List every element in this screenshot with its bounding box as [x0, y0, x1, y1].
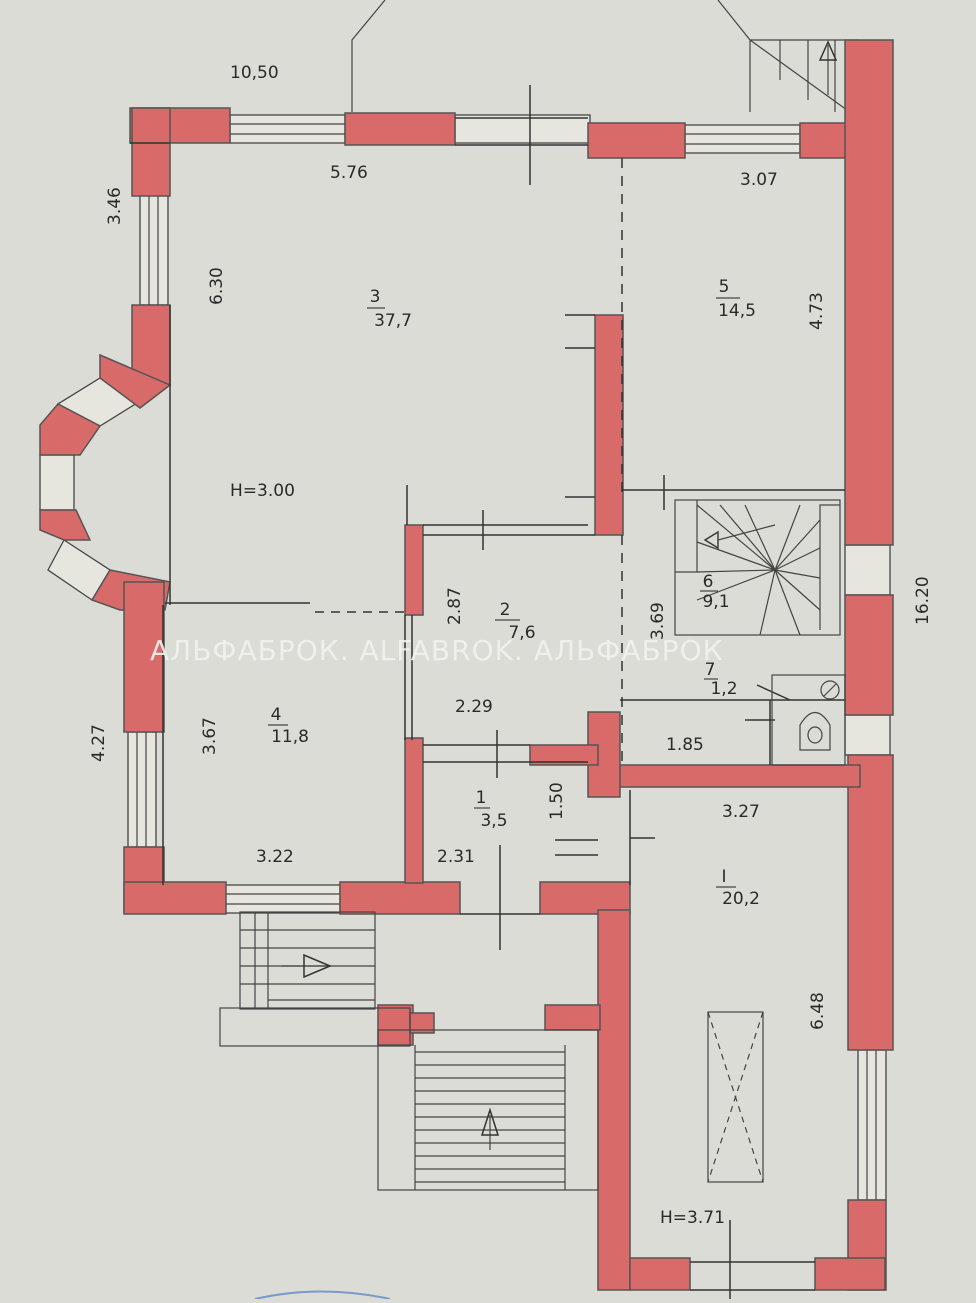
ceiling-height-main: H=3.00: [230, 481, 295, 501]
stamp-fragment: [254, 1290, 391, 1300]
room-I-area: 20,2: [722, 889, 760, 909]
room-5-label: 5 14,5: [716, 277, 756, 321]
dim-garage-width: 3.27: [722, 802, 760, 822]
partitions: [130, 85, 845, 1299]
dim-hall2-depth: 2.87: [445, 587, 465, 625]
room-2-label: 2 7,6: [495, 600, 536, 643]
dim-garage-depth: 6.48: [808, 992, 828, 1030]
garage-pit: [707, 1011, 764, 1183]
room-7-area: 1,2: [710, 679, 737, 699]
room-I-number: I: [721, 867, 726, 887]
dim-living-width: 5.76: [330, 163, 368, 183]
windows: [39, 114, 891, 1201]
room-2-number: 2: [500, 600, 511, 620]
dim-vestibule-width: 2.31: [437, 847, 475, 867]
room-2-area: 7,6: [508, 623, 535, 643]
dim-room4-width: 3.22: [256, 847, 294, 867]
dim-room4-depth: 3.67: [200, 717, 220, 755]
room-7-label: 7 1,2: [704, 660, 738, 699]
dim-overall-length: 16.20: [913, 576, 933, 625]
dimension-labels: 10,50 5.76 3.07 3.46 6.30 4.73 2.87 3.69…: [89, 63, 933, 1030]
ceiling-height-garage: H=3.71: [660, 1208, 725, 1228]
bathroom-fixtures: [771, 674, 846, 766]
room-6-label: 6 9,1: [700, 572, 730, 612]
room-6-number: 6: [703, 572, 714, 592]
room-I-label: I 20,2: [716, 867, 760, 909]
dim-vestibule-depth: 1.50: [547, 782, 567, 820]
dim-room5-width: 3.07: [740, 170, 778, 190]
dim-bay-left: 3.46: [105, 187, 125, 225]
room-4-number: 4: [271, 705, 282, 725]
watermark: АЛЬФАБРОК. ALFABROK. АЛЬФАБРОК: [150, 634, 723, 667]
room-5-area: 14,5: [718, 301, 756, 321]
room-1-label: 1 3,5: [474, 788, 508, 831]
room-5-number: 5: [719, 277, 730, 297]
dim-overall-width: 10,50: [230, 63, 279, 83]
dim-room4-left-total: 4.27: [89, 724, 109, 762]
room-1-area: 3,5: [480, 811, 507, 831]
spiral-stair: [674, 499, 841, 636]
room-labels: 3 37,7 5 14,5 2 7,6 6 9,1 7 1,2 4 11,8: [268, 277, 760, 909]
dim-room5-depth: 4.73: [807, 292, 827, 330]
dim-hall2-width: 2.29: [455, 697, 493, 717]
entrance-stairs: [219, 911, 599, 1191]
room-6-area: 9,1: [702, 592, 729, 612]
room-1-number: 1: [476, 788, 487, 808]
room-7-number: 7: [705, 660, 716, 680]
room-4-label: 4 11,8: [268, 705, 309, 747]
dim-living-depth: 6.30: [207, 267, 227, 305]
dim-stair-depth: 3.69: [648, 602, 668, 640]
room-3-number: 3: [370, 287, 381, 307]
walls: [39, 39, 894, 1291]
room-3-label: 3 37,7: [367, 287, 412, 331]
dim-bath-width: 1.85: [666, 735, 704, 755]
room-4-area: 11,8: [271, 727, 309, 747]
room-3-area: 37,7: [374, 311, 412, 331]
